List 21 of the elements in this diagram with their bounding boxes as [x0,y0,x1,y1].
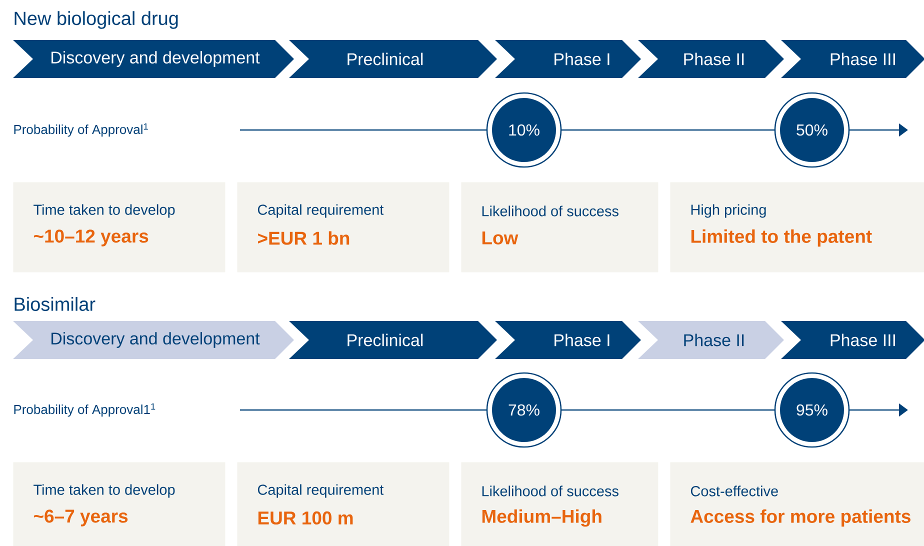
chevron-step: Phase I [495,321,641,359]
chevron-step: Phase III [781,321,924,359]
chevron-step: Phase I [495,40,641,78]
axis-label: Probability of Approval$^{1}$ [14,123,148,137]
chevron-step: Phase II [638,321,784,359]
info-card: Likelihood of success Medium–High [461,462,658,546]
axis-label: Probability of Approval1$^{1}$ [14,403,156,417]
chevron-step: Discovery and development [13,321,294,359]
chevron-step: Preclinical [289,40,497,78]
info-card: Capital requirement >EUR 1 bn [237,182,450,272]
chevron-step: Phase III [781,40,924,78]
section-heading: Biosimilar [14,297,96,311]
chevron-step: Phase II [638,40,784,78]
info-card: Time taken to develop ~6–7 years [13,462,226,546]
chevron-step: Discovery and development [13,40,294,78]
info-card: High pricing Limited to the patent [670,182,924,272]
info-card: Capital requirement EUR 100 m [237,462,450,546]
chevron-step: Preclinical [289,321,497,359]
info-card: Time taken to develop ~10–12 years [13,182,226,272]
info-card: Likelihood of success Low [461,182,658,272]
info-card: Cost-effective Access for more patients [670,462,924,546]
